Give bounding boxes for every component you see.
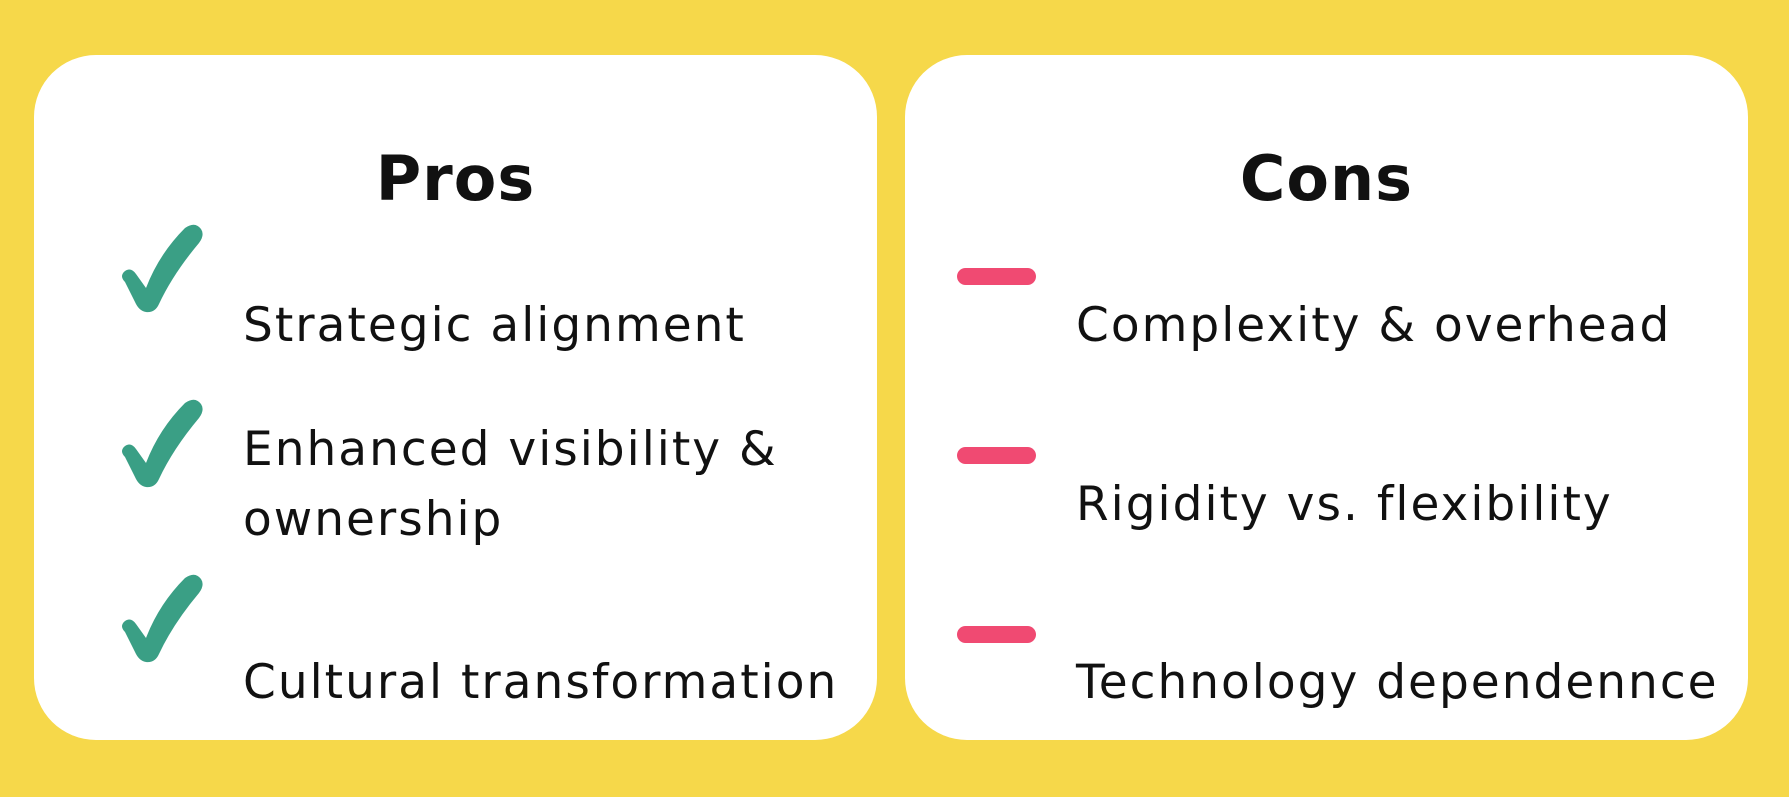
cons-item-text: Rigidity vs. flexibility (1076, 477, 1613, 532)
dash-icon (957, 626, 1036, 643)
dash-icon (957, 268, 1036, 285)
pros-item-text-line1: Enhanced visibility & (243, 422, 778, 477)
pros-item-text-line2: ownership (243, 492, 504, 547)
dash-icon (957, 447, 1036, 464)
cons-card: Cons Complexity & overhead Rigidity vs. … (905, 55, 1748, 740)
check-icon (122, 399, 203, 488)
cons-item-text: Technology dependennce (1076, 655, 1719, 710)
cons-title: Cons (1239, 142, 1414, 215)
pros-card: Pros Strategic alignment Enhanced visibi… (34, 55, 877, 740)
check-icon (122, 574, 203, 663)
pros-title: Pros (375, 142, 536, 215)
pros-item-text: Strategic alignment (243, 298, 746, 353)
pros-item-text: Cultural transformation (243, 655, 839, 710)
check-icon (122, 224, 203, 313)
cons-item-text: Complexity & overhead (1076, 298, 1672, 353)
